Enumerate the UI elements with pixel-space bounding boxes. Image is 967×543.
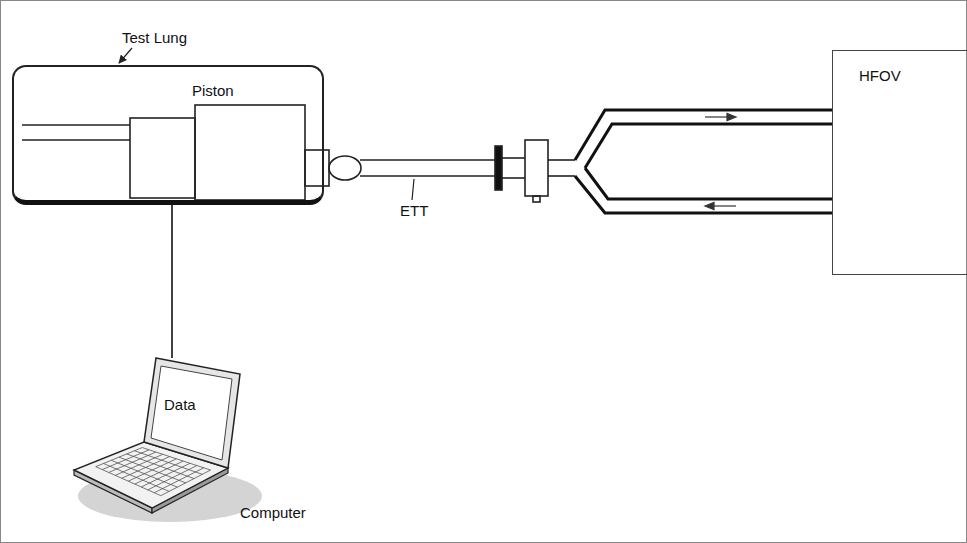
key-column bbox=[141, 463, 190, 487]
hfov-box: HFOV bbox=[832, 50, 967, 275]
part-label: ETT bbox=[400, 202, 428, 220]
laptop-screen bbox=[151, 366, 232, 460]
key-column bbox=[154, 468, 203, 493]
piston-rod bbox=[22, 139, 130, 141]
part-label: Computer bbox=[240, 504, 306, 522]
key-column bbox=[161, 470, 211, 496]
key-column bbox=[109, 452, 156, 472]
ett-tube bbox=[360, 175, 495, 177]
box-title: Test Lung bbox=[122, 29, 187, 47]
expiratory-limb bbox=[575, 176, 832, 213]
piston-region: Piston bbox=[130, 80, 308, 202]
inspiratory-limb bbox=[585, 124, 832, 168]
adapter-tube bbox=[502, 157, 525, 159]
flow-arrow bbox=[705, 116, 728, 117]
circuit-tubing bbox=[575, 110, 832, 213]
key-column bbox=[102, 450, 149, 470]
piston-head bbox=[130, 118, 195, 198]
wye-tube bbox=[548, 159, 575, 161]
flow-arrow bbox=[713, 205, 736, 206]
key-column bbox=[128, 459, 176, 481]
key-column bbox=[148, 466, 197, 490]
fitting-port bbox=[533, 196, 540, 202]
piston-rod bbox=[22, 124, 130, 126]
data-cable bbox=[171, 205, 173, 358]
box-title: HFOV bbox=[859, 67, 901, 85]
connector-bar bbox=[495, 146, 502, 190]
key-column bbox=[135, 461, 183, 484]
test-lung-box: Test LungPiston bbox=[12, 65, 324, 205]
computer-laptop: DataComputer bbox=[60, 358, 230, 508]
lung-outlet bbox=[305, 150, 329, 186]
inspiratory-limb bbox=[575, 110, 832, 160]
cylinder bbox=[195, 105, 305, 200]
ett-assembly bbox=[329, 140, 575, 202]
fitting bbox=[525, 140, 548, 196]
key-column bbox=[115, 454, 162, 475]
flow-arrowhead bbox=[705, 203, 714, 210]
ett-tube bbox=[360, 159, 495, 161]
leader-arrow bbox=[119, 48, 132, 63]
adapter-tube bbox=[502, 177, 525, 179]
piston-assembly bbox=[22, 105, 329, 200]
flow-arrowhead bbox=[727, 114, 736, 121]
cuff bbox=[329, 156, 361, 180]
laptop-lid bbox=[144, 358, 240, 468]
expiratory-limb bbox=[585, 168, 832, 199]
screen-text: Data bbox=[164, 396, 196, 414]
flow-arrows bbox=[705, 114, 736, 210]
key-column bbox=[122, 457, 170, 479]
leader-arrows bbox=[119, 48, 238, 510]
wye-tube bbox=[548, 175, 575, 177]
part-label: Piston bbox=[192, 82, 234, 100]
leader-line bbox=[412, 179, 414, 200]
key-column bbox=[96, 448, 143, 467]
